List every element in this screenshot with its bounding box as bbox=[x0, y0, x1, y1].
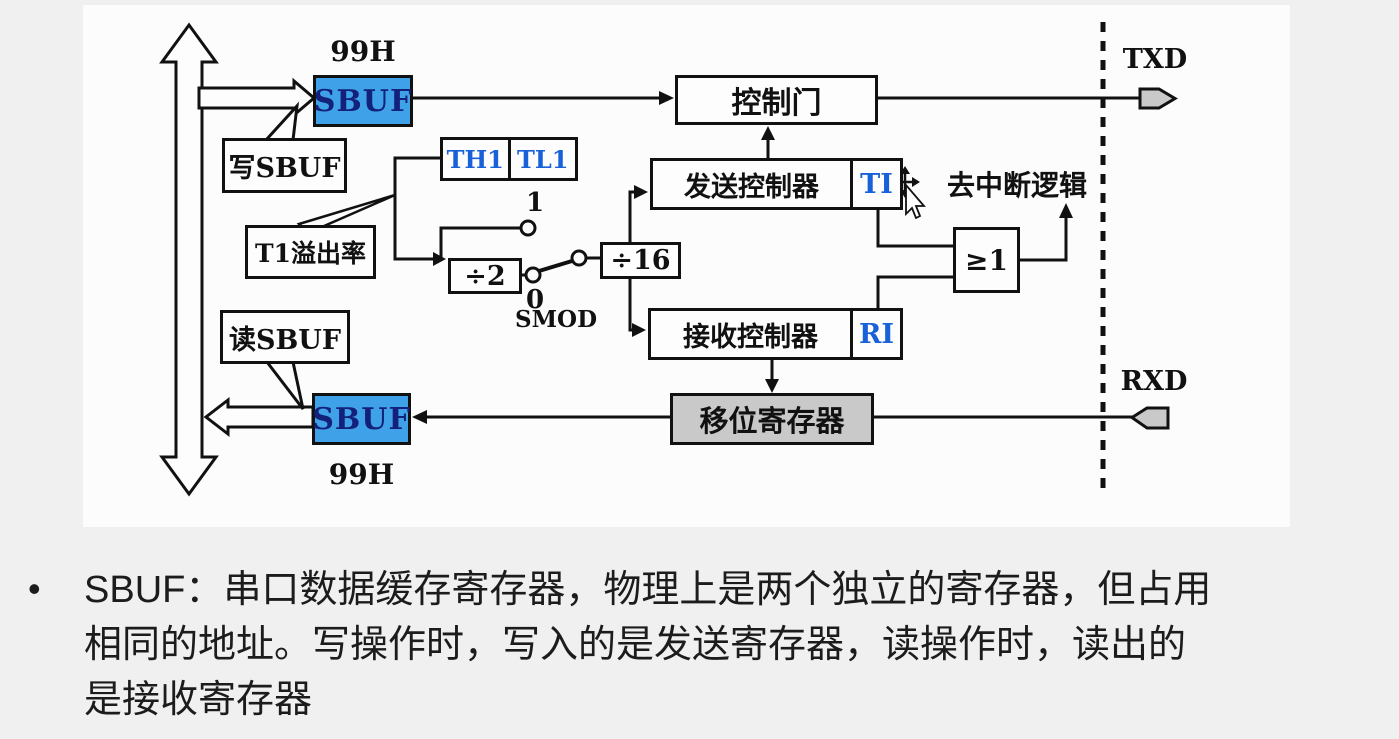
txd-pin-label: TXD bbox=[1122, 43, 1188, 75]
or-gate-box: ≥1 bbox=[953, 227, 1020, 293]
divide-by-2-box: ÷2 bbox=[448, 258, 522, 294]
sbuf-top-address-label: 99H bbox=[330, 34, 396, 68]
sbuf-receive-register: SBUF bbox=[312, 393, 411, 445]
transmit-controller-label: 发送控制器 bbox=[684, 171, 819, 203]
switch-pos1-text: 1 bbox=[525, 188, 545, 218]
write-sbuf-label-box: 写SBUF bbox=[222, 138, 347, 193]
th1-tl1-register-box: TH1 TL1 bbox=[440, 137, 578, 181]
ti-flag: TI bbox=[850, 161, 900, 207]
to-interrupt-logic-label: 去中断逻辑 bbox=[946, 169, 1087, 202]
switch-position-0-label: 0 bbox=[525, 285, 545, 315]
tl1-register: TL1 bbox=[507, 140, 576, 178]
sbuf-explanation-text: SBUF：串口数据缓存寄存器，物理上是两个独立的寄存器，但占用 相同的地址。写操… bbox=[84, 563, 1384, 728]
switch-position-1-label: 1 bbox=[525, 188, 545, 218]
transmit-controller-box: 发送控制器 TI bbox=[650, 158, 903, 210]
th1-register: TH1 bbox=[446, 144, 504, 174]
sbuf-bottom-address-label: 99H bbox=[328, 457, 395, 491]
bullet-marker: • bbox=[28, 568, 41, 609]
receive-controller-box: 接收控制器 RI bbox=[648, 308, 903, 360]
divide-by-16-box: ÷16 bbox=[600, 242, 681, 279]
switch-pos0-text: 0 bbox=[525, 285, 545, 315]
read-sbuf-label-box: 读SBUF bbox=[220, 310, 350, 364]
control-gate-box: 控制门 bbox=[675, 75, 878, 125]
rxd-pin-label: RXD bbox=[1120, 365, 1188, 397]
note-line-1: SBUF：串口数据缓存寄存器，物理上是两个独立的寄存器，但占用 bbox=[84, 569, 1212, 611]
t1-overflow-rate-box: T1溢出率 bbox=[245, 225, 376, 279]
note-line-2: 相同的地址。写操作时，写入的是发送寄存器，读操作时，读出的 bbox=[84, 624, 1187, 666]
shift-register-box: 移位寄存器 bbox=[670, 393, 874, 445]
sbuf-transmit-register: SBUF bbox=[313, 75, 413, 127]
smod-label: SMOD bbox=[514, 305, 598, 333]
receive-controller-label: 接收控制器 bbox=[683, 321, 818, 353]
ri-flag: RI bbox=[850, 311, 900, 357]
note-line-3: 是接收寄存器 bbox=[84, 679, 313, 721]
